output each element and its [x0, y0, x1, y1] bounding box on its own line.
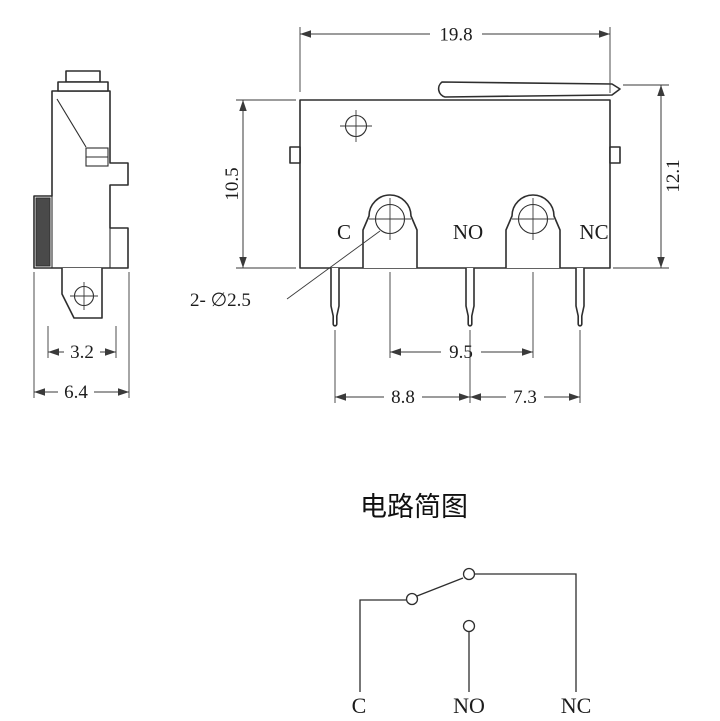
circuit-label-no: NO — [453, 693, 485, 718]
pin-normally-closed — [575, 268, 585, 327]
dim-19-8: 19.8 — [299, 24, 611, 93]
dim-label-12-1: 12.1 — [663, 159, 684, 192]
left-side-tab — [289, 146, 301, 164]
side-cap-top — [65, 70, 101, 83]
dim-label-3-2: 3.2 — [70, 342, 94, 363]
leader-line — [286, 230, 381, 300]
right-side-tab — [609, 146, 621, 164]
dim-label-19-8: 19.8 — [439, 25, 472, 46]
pin-common — [330, 268, 340, 327]
label-mask — [506, 387, 544, 406]
terminal-label-c: C — [337, 220, 351, 244]
circuit-switch-arm — [416, 577, 464, 597]
side-mold-diagonal — [56, 98, 87, 148]
side-terminal — [61, 268, 103, 319]
dim-label-10-5: 10.5 — [222, 167, 243, 200]
dim-label-7-3: 7.3 — [513, 387, 537, 408]
dim-label-8-8: 8.8 — [391, 387, 415, 408]
lever-arm — [437, 81, 621, 98]
hole-callout-label: 2- ∅2.5 — [190, 290, 251, 311]
terminal-label-nc: NC — [579, 220, 608, 244]
side-view — [33, 70, 129, 319]
front-view: C NO NC — [289, 81, 621, 327]
circuit-nc-contact-node — [462, 567, 476, 581]
dim-6-4: 6.4 — [33, 272, 130, 403]
circuit-wire-common — [359, 599, 406, 692]
dim-8-8: 8.8 — [334, 330, 471, 408]
dim-9-5: 9.5 — [389, 272, 534, 363]
pin-normally-open — [465, 268, 475, 327]
label-mask — [441, 342, 481, 361]
label-mask — [384, 387, 422, 406]
label-mask — [64, 342, 100, 361]
dim-7-3: 7.3 — [470, 330, 581, 408]
side-cap-base — [57, 81, 109, 92]
circuit-wire-nc — [474, 573, 577, 692]
dim-12-1: 12.1 — [613, 84, 684, 269]
circuit-label-nc: NC — [561, 693, 592, 718]
label-mask — [430, 24, 482, 44]
hole-callout: 2- ∅2.5 — [190, 230, 381, 311]
dim-label-9-5: 9.5 — [449, 342, 473, 363]
circuit-diagram: 电路简图 C NO NC — [352, 492, 592, 718]
circuit-title: 电路简图 — [360, 492, 468, 522]
dim-10-5: 10.5 — [222, 99, 296, 269]
dim-3-2: 3.2 — [47, 326, 117, 363]
dim-label-6-4: 6.4 — [64, 382, 88, 403]
circuit-label-c: C — [352, 693, 367, 718]
side-left-rib — [35, 197, 51, 267]
circuit-pivot-node — [405, 592, 419, 606]
terminal-label-no: NO — [453, 220, 483, 244]
label-mask — [58, 382, 94, 401]
circuit-no-contact-node — [462, 619, 476, 633]
